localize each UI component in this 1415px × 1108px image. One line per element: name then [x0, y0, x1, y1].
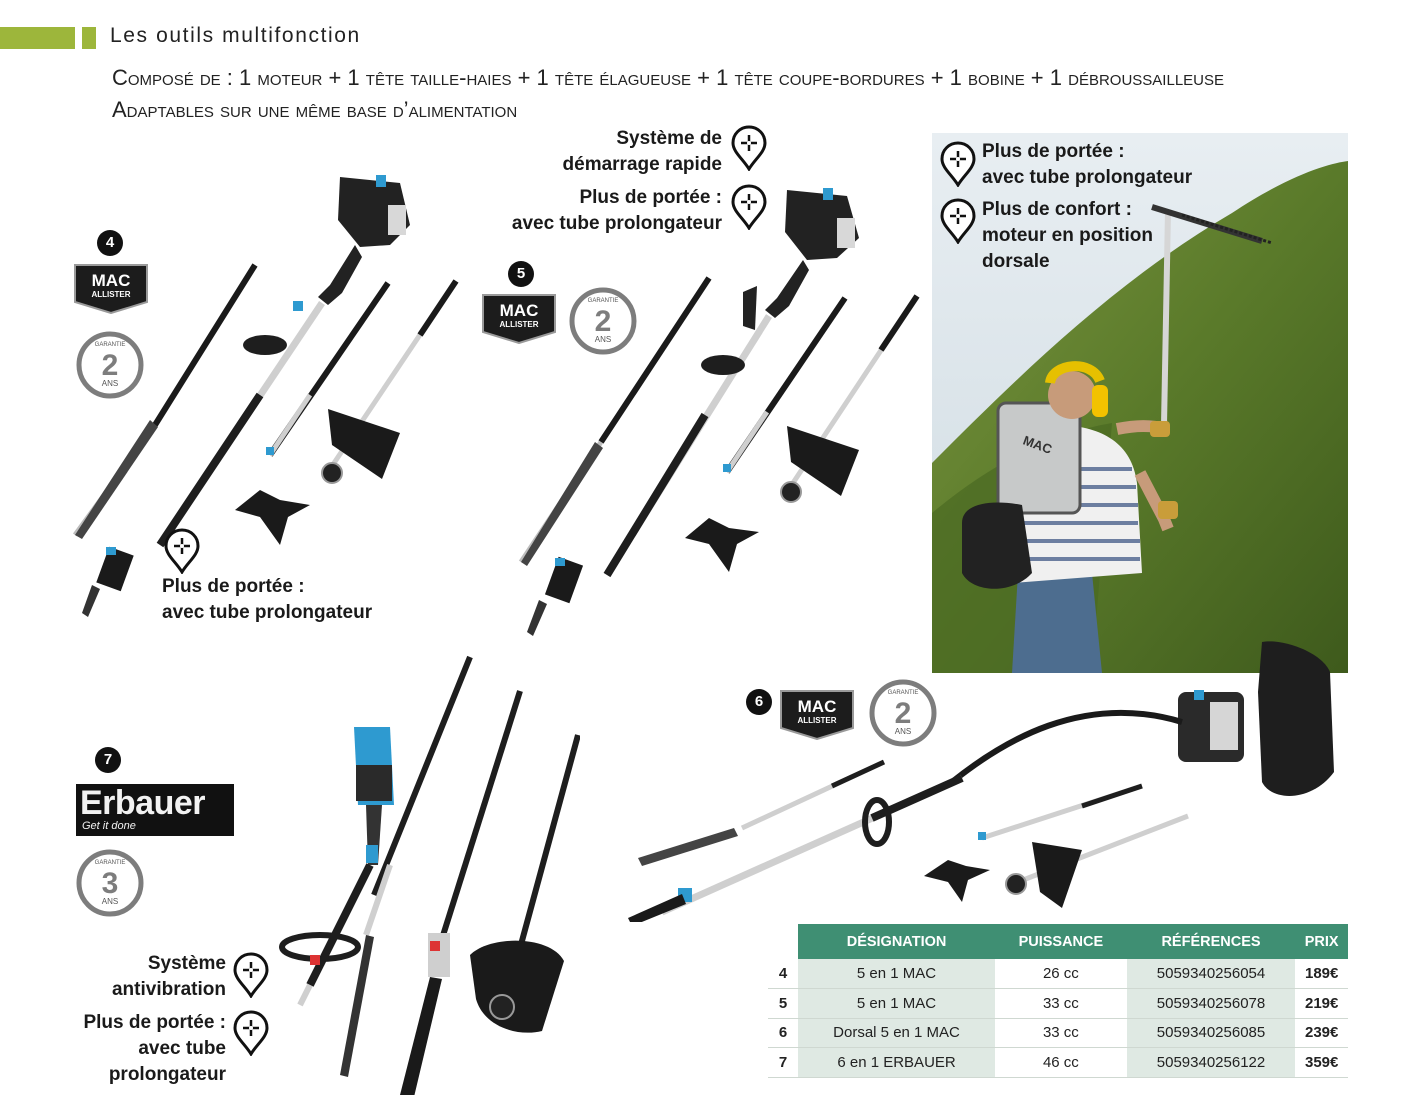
table-header-row: DÉSIGNATION PUISSANCE RÉFÉRENCES PRIX — [768, 924, 1348, 959]
svg-text:ANS: ANS — [102, 379, 118, 388]
svg-text:3: 3 — [102, 867, 119, 900]
brush-blade — [685, 518, 759, 572]
svg-text:ALLISTER: ALLISTER — [797, 716, 836, 725]
mac-allister-logo: MAC ALLISTER — [780, 690, 854, 740]
product-7-callout-reach: Plus de portée : avec tube prolongateur — [83, 1012, 226, 1085]
main-shaft — [628, 774, 964, 922]
svg-text:2: 2 — [102, 349, 119, 382]
svg-text:GARANTIE: GARANTIE — [95, 342, 126, 348]
product-7-number: 7 — [95, 747, 121, 773]
intro-line-2: Adaptables sur une même base d’alimentat… — [112, 97, 518, 122]
guarantee-badge-7: GARANTIE 3 ANS — [75, 848, 145, 918]
extension-shaft — [266, 281, 391, 457]
trimmer-head — [1005, 813, 1189, 908]
product-5-number: 5 — [508, 261, 534, 287]
price-table: DÉSIGNATION PUISSANCE RÉFÉRENCES PRIX 4 … — [768, 924, 1348, 1078]
table-row: 5 5 en 1 MAC 33 cc 5059340256078 219€ — [768, 988, 1348, 1019]
chainsaw-bar — [527, 556, 584, 636]
person-figure: MAC — [962, 361, 1178, 673]
brush-blade — [924, 860, 990, 902]
intro-line-1: Composé de : 1 moteur + 1 tête taille-ha… — [112, 65, 1225, 90]
guarantee-badge-6: GARANTIE 2 ANS — [868, 678, 938, 748]
extension-shaft — [723, 296, 848, 474]
svg-text:MAC: MAC — [500, 301, 539, 320]
table-header-price: PRIX — [1295, 924, 1348, 959]
extension-pin-icon — [940, 141, 976, 187]
pole-pruner — [72, 263, 258, 539]
mac-allister-logo: MAC ALLISTER — [482, 294, 556, 344]
table-header-power: PUISSANCE — [995, 924, 1127, 959]
svg-text:GARANTIE: GARANTIE — [95, 860, 126, 866]
svg-text:ANS: ANS — [595, 335, 611, 344]
product-5-tools-illustration — [518, 188, 920, 636]
svg-text:2: 2 — [895, 697, 912, 730]
product-4-tools-illustration — [72, 175, 459, 617]
table-row: 7 6 en 1 ERBAUER 46 cc 5059340256122 359… — [768, 1047, 1348, 1078]
intro-text: Composé de : 1 moteur + 1 tête taille-ha… — [112, 62, 1372, 126]
section-title: Les outils multifonction — [110, 24, 361, 47]
erbauer-brand: Erbauer — [80, 784, 206, 822]
product-6-callout-comfort: Plus de confort : moteur en position dor… — [982, 199, 1153, 272]
mac-logo-line2: ALLISTER — [91, 290, 130, 299]
product-6-usage-photo: MAC — [932, 133, 1348, 673]
hedge-trimmer-head — [638, 759, 886, 866]
mac-allister-logo: MAC ALLISTER — [74, 264, 148, 314]
trimmer-head — [321, 279, 459, 484]
comfort-pin-icon — [940, 198, 976, 244]
svg-text:2: 2 — [595, 305, 612, 338]
product-5-callout-reach: Plus de portée : avec tube prolongateur — [511, 187, 722, 234]
product-6-number: 6 — [746, 689, 772, 715]
erbauer-tagline: Get it done — [82, 820, 136, 832]
hedge-trimmer-head — [340, 655, 473, 1077]
svg-text:ANS: ANS — [102, 897, 118, 906]
product-7-callout-antivibration: Système antivibration — [111, 953, 226, 1000]
svg-text:ALLISTER: ALLISTER — [499, 320, 538, 329]
pole-saw — [400, 690, 523, 1095]
backpack-motor — [950, 641, 1334, 796]
chainsaw-bar — [82, 546, 134, 617]
erbauer-logo: Erbauer Get it done — [76, 784, 234, 836]
guarantee-badge-5: GARANTIE 2 ANS — [568, 286, 638, 356]
header-accent-bar — [0, 27, 75, 49]
guarantee-badge-4: GARANTIE 2 ANS — [75, 330, 145, 400]
motor-unit — [603, 188, 859, 578]
extension-pin-icon — [233, 1010, 269, 1056]
table-header-reference: RÉFÉRENCES — [1126, 924, 1296, 959]
brush-blade — [235, 490, 310, 545]
brush-cutter — [470, 734, 580, 1033]
trimmer-head — [780, 294, 920, 503]
extension-shaft — [978, 783, 1143, 841]
product-5-callout-quick-start: Système de démarrage rapide — [562, 128, 722, 175]
mac-logo-line1: MAC — [92, 271, 131, 290]
svg-text:GARANTIE: GARANTIE — [888, 690, 919, 696]
product-6-tools-illustration — [628, 641, 1334, 922]
table-header-designation: DÉSIGNATION — [798, 924, 996, 959]
product-7-tools-illustration — [279, 655, 580, 1095]
header-accent-square — [82, 27, 96, 49]
table-row: 6 Dorsal 5 en 1 MAC 33 cc 5059340256085 … — [768, 1018, 1348, 1048]
antivibration-pin-icon — [233, 952, 269, 998]
table-header-blank — [768, 924, 798, 959]
pole-pruner — [518, 276, 712, 566]
svg-text:MAC: MAC — [798, 697, 837, 716]
motor-unit — [156, 175, 410, 548]
product-4-callout: Plus de portée : avec tube prolongateur — [162, 576, 373, 623]
product-4-number: 4 — [97, 230, 123, 256]
table-row: 4 5 en 1 MAC 26 cc 5059340256054 189€ — [768, 959, 1348, 989]
battery-motor — [279, 727, 394, 1007]
svg-text:GARANTIE: GARANTIE — [588, 298, 619, 304]
quick-start-pin-icon — [731, 125, 767, 171]
product-6-callout-reach: Plus de portée : avec tube prolongateur — [982, 141, 1193, 188]
svg-text:ANS: ANS — [895, 727, 911, 736]
extension-pin-icon — [164, 528, 200, 574]
